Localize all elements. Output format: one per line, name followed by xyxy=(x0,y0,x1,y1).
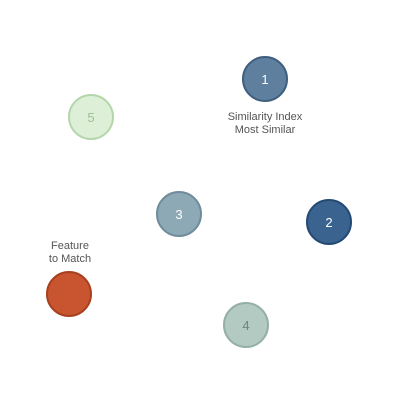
node-3-label: 3 xyxy=(175,206,183,222)
node-5-label: 5 xyxy=(87,109,95,125)
node-1-label: 1 xyxy=(261,71,269,87)
node-4: 4 xyxy=(223,302,269,348)
node-2: 2 xyxy=(306,199,352,245)
node-2-label: 2 xyxy=(325,214,333,230)
similarity-index-text: Similarity Index xyxy=(227,111,303,123)
feature-text: Feature xyxy=(51,240,89,252)
node-5: 5 xyxy=(68,94,114,140)
most-similar-text: Most Similar xyxy=(234,124,296,136)
node-3: 3 xyxy=(156,191,202,237)
node-1: 1 xyxy=(242,56,288,102)
similarity-index-label: Similarity Index Most Similar xyxy=(215,111,315,137)
feature-node xyxy=(46,271,92,317)
node-4-label: 4 xyxy=(242,317,250,333)
feature-to-match-label: Feature to Match xyxy=(20,240,120,266)
to-match-text: to Match xyxy=(48,253,92,265)
